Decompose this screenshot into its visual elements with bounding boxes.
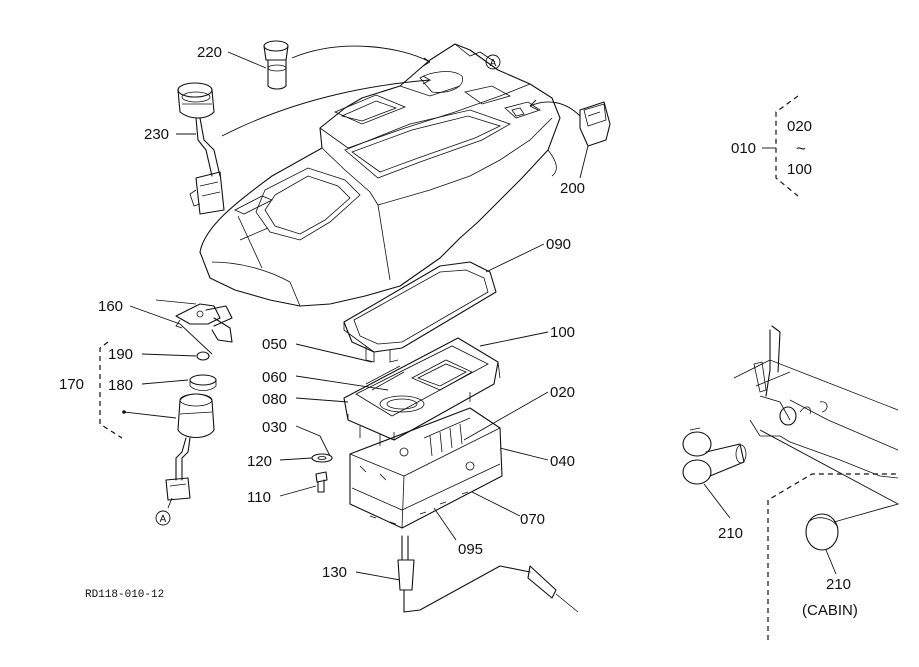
console-cover [199,43,561,307]
cabin-panel [733,325,899,479]
leader-lines [122,51,900,581]
part-040-box [349,407,503,529]
bracket-170 [99,341,123,439]
part-160-key [155,299,233,343]
callout-010: 010 [731,140,756,157]
cabin-separator [767,473,898,640]
callout-080: 080 [262,391,287,408]
arrow-220 [291,45,431,67]
callout-210-lighter: 210 [718,525,743,542]
part-120-washer [311,453,333,463]
callout-030: 030 [262,419,287,436]
callout-040: 040 [550,453,575,470]
ref-marker-circle-bottom [155,510,171,526]
part-210-lighter [682,427,747,485]
callout-130: 130 [322,564,347,581]
part-220-knob [263,40,289,90]
callout-160: 160 [98,298,123,315]
part-210-cabin-plug [805,513,839,551]
callout-230: 230 [144,126,169,143]
part-230-switch [177,82,225,215]
part-100-panel [343,337,501,446]
bracket-010 [775,95,799,197]
part-170-switch-body [165,393,215,501]
callout-200: 200 [560,180,585,197]
callout-110: 110 [247,489,271,506]
range-tilde: ~ [796,139,806,158]
callout-020-range: 020 [787,118,812,135]
part-180-nut [189,374,217,391]
callout-210-cabin: 210 [826,576,851,593]
part-090-cover [343,261,497,363]
arrow-200 [529,99,581,117]
drawing-code: RD118-010-12 [85,589,164,601]
callout-095: 095 [458,541,483,558]
callout-190: 190 [108,346,133,363]
callout-090: 090 [546,236,571,253]
callout-120: 120 [247,453,272,470]
part-130-cable [397,535,579,613]
part-190-ring [196,351,210,361]
callout-100-range: 100 [787,161,812,178]
callout-070: 070 [520,511,545,528]
callout-180: 180 [108,377,133,394]
ref-marker-bottom: A [160,514,167,525]
ref-marker-circle-top [485,54,501,70]
callout-100: 100 [550,324,575,341]
callout-020: 020 [550,384,575,401]
callout-170: 170 [59,376,84,393]
callout-220: 220 [197,44,222,61]
ref-marker-top: A [490,58,497,69]
part-110-bolt [315,471,328,493]
callout-060: 060 [262,369,287,386]
arrow-230 [221,75,432,137]
callout-050: 050 [262,336,287,353]
part-200-switch [579,101,611,147]
cabin-note: (CABIN) [802,602,858,619]
